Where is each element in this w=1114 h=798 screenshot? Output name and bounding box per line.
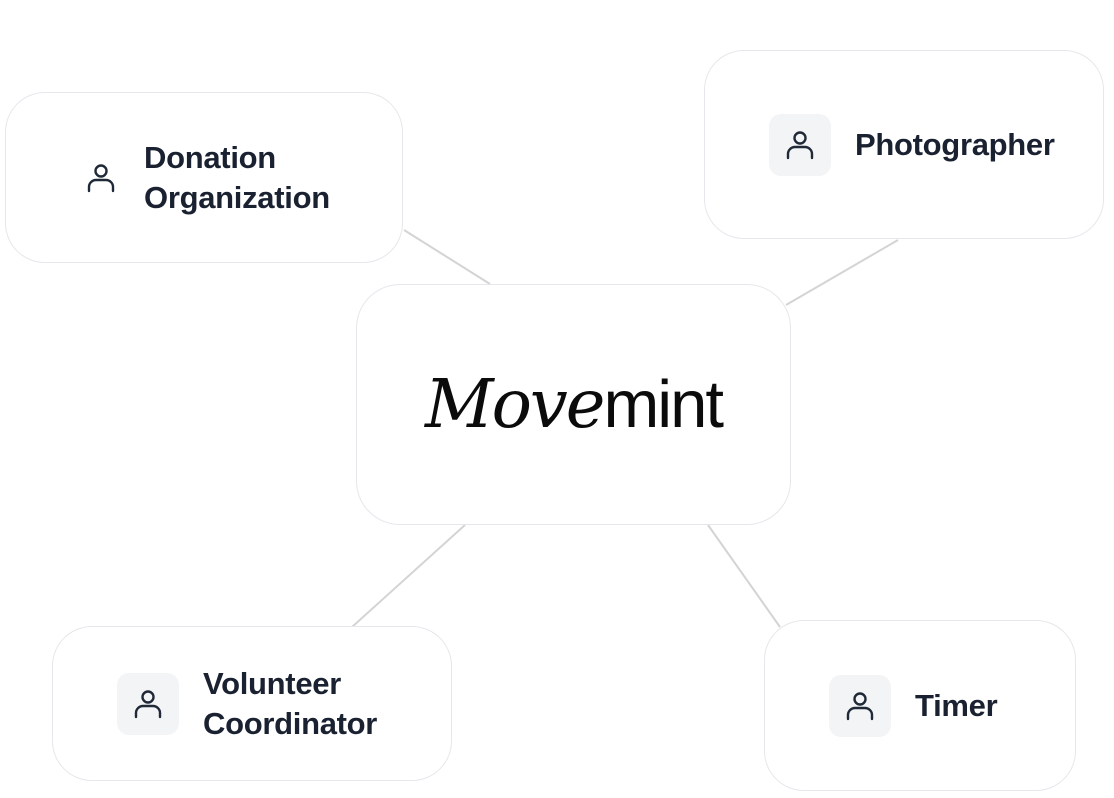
role-label-line: Donation <box>144 139 276 175</box>
role-card-photographer[interactable]: Photographer <box>704 50 1104 239</box>
connector-donation <box>403 229 491 285</box>
connector-timer <box>707 524 781 628</box>
user-icon <box>117 672 179 735</box>
role-card-donation-organization[interactable]: Donation Organization <box>5 92 403 263</box>
connector-photographer <box>785 239 899 306</box>
user-icon <box>829 674 891 737</box>
role-label-line: Timer <box>915 687 998 723</box>
user-icon <box>70 147 132 209</box>
role-card-timer[interactable]: Timer <box>764 620 1076 791</box>
role-label-photographer: Photographer <box>855 125 1055 165</box>
role-label-line: Photographer <box>855 126 1055 162</box>
role-label-volunteer-coordinator: Volunteer Coordinator <box>203 664 377 744</box>
logo-plain-part: mint <box>603 367 724 442</box>
connector-volunteer <box>351 524 466 628</box>
role-label-line: Volunteer <box>203 665 341 701</box>
logo-italic-part: Move <box>424 365 605 443</box>
role-label-line: Organization <box>144 179 330 215</box>
role-label-timer: Timer <box>915 686 998 726</box>
movemint-logo: Movemint <box>425 371 724 439</box>
role-label-donation-organization: Donation Organization <box>144 138 330 218</box>
role-card-volunteer-coordinator[interactable]: Volunteer Coordinator <box>52 626 452 781</box>
user-icon <box>769 113 831 176</box>
hub-card: Movemint <box>356 284 791 525</box>
role-label-line: Coordinator <box>203 705 378 741</box>
